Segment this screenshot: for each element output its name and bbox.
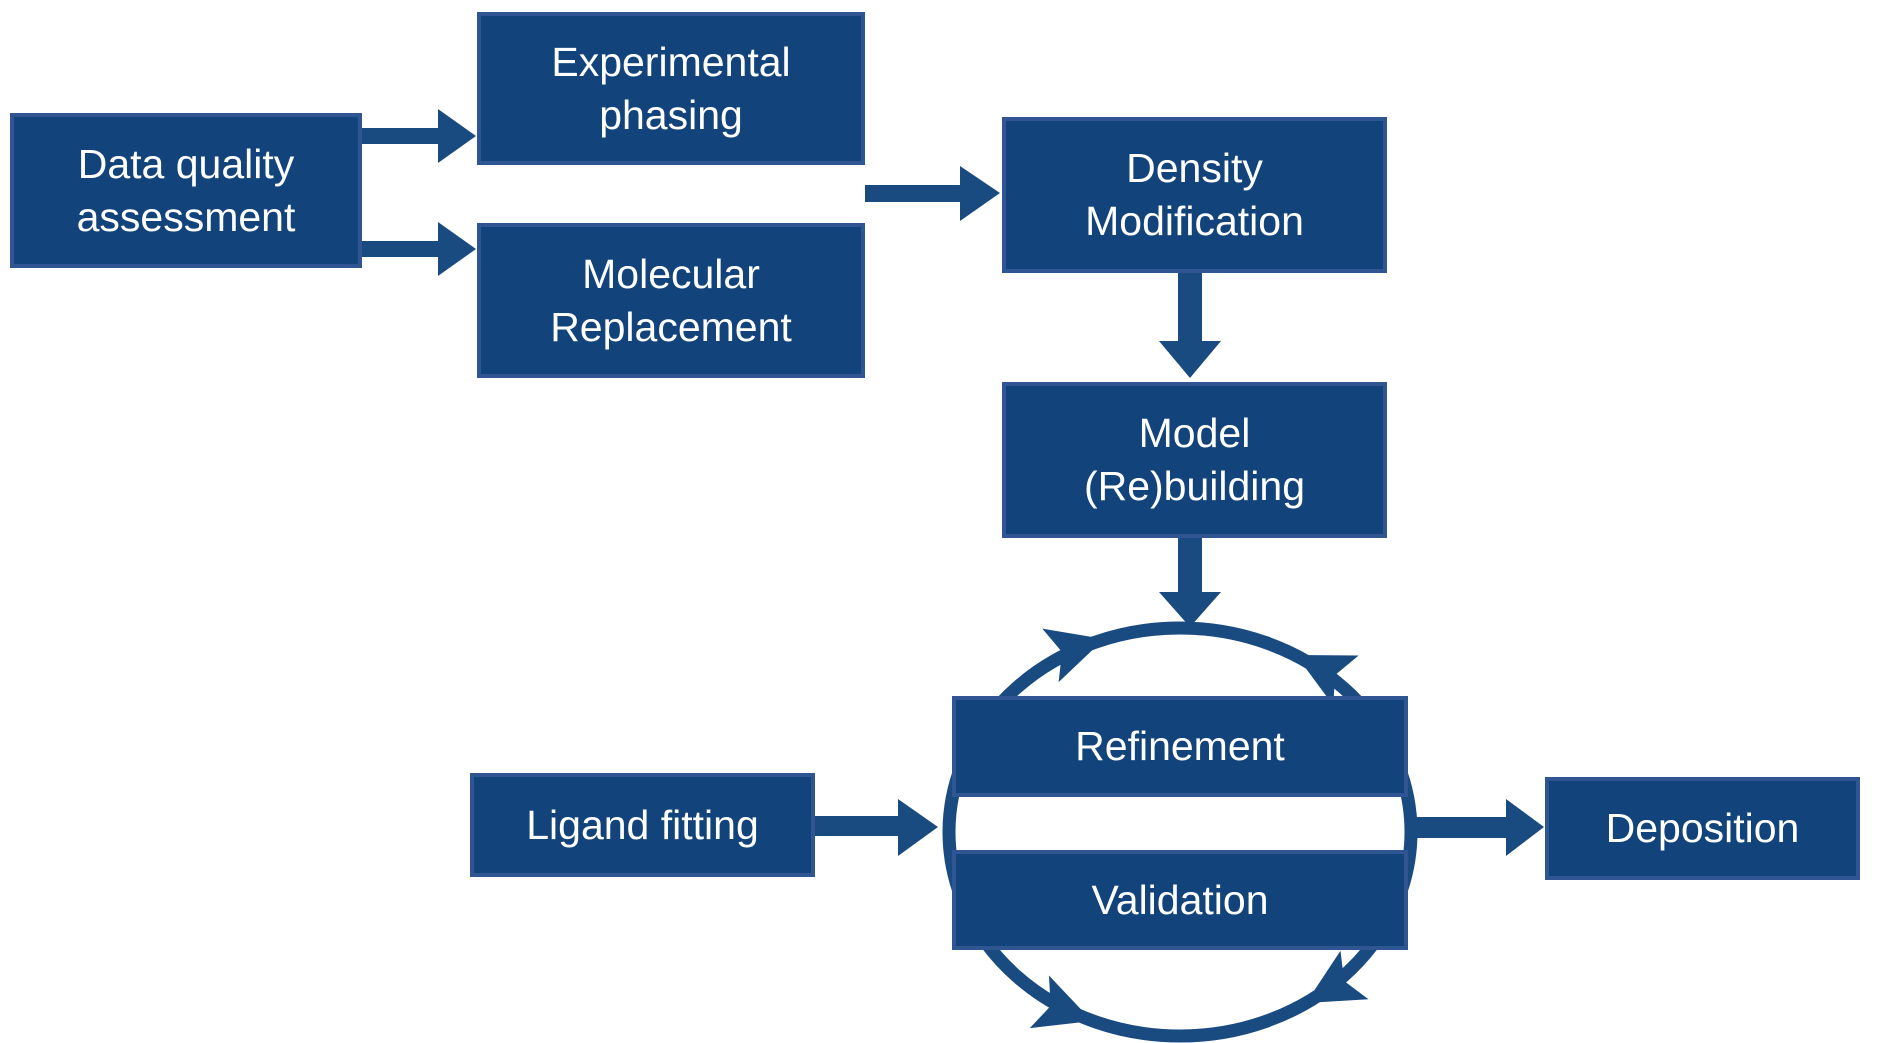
- node-label-line: Experimental: [551, 38, 791, 85]
- node-label-line: assessment: [76, 193, 296, 240]
- node-data-quality-assessment: Data quality assessment: [10, 113, 362, 268]
- node-label-line: (Re)building: [1083, 463, 1306, 509]
- node-deposition: Deposition: [1545, 777, 1860, 880]
- arrow-densitymodification-to-modelrebuilding: [1159, 273, 1221, 378]
- node-label-line: Modification: [1085, 198, 1304, 244]
- arrow-dataquality-to-molecularreplacement: [362, 222, 476, 276]
- arrow-ligandfitting-to-cycle: [815, 799, 938, 856]
- node-label-line: Density: [1126, 145, 1263, 191]
- arrow-modelrebuilding-to-cycle: [1159, 538, 1221, 627]
- node-label-line: Data quality: [77, 140, 295, 187]
- node-ligand-fitting: Ligand fitting: [470, 773, 815, 877]
- node-molecular-replacement: Molecular Replacement: [477, 223, 865, 378]
- node-validation: Validation: [952, 850, 1408, 950]
- cycle-arrowhead-top-right: [1296, 655, 1359, 706]
- arrow-dataquality-to-experimentalphasing: [362, 109, 476, 163]
- node-label-line: Molecular: [582, 250, 760, 297]
- arrow-phasing-to-densitymodification: [865, 166, 1000, 221]
- node-experimental-phasing: Experimental phasing: [477, 12, 865, 165]
- node-label-line: Deposition: [1605, 805, 1800, 851]
- node-label-line: phasing: [599, 91, 743, 138]
- node-label-line: Model: [1138, 410, 1251, 456]
- node-label-line: Refinement: [1075, 723, 1285, 769]
- node-density-modification: Density Modification: [1002, 117, 1387, 273]
- cycle-arrowhead-bottom-left: [1029, 975, 1092, 1029]
- node-refinement: Refinement: [952, 696, 1408, 797]
- node-model-rebuilding: Model (Re)building: [1002, 382, 1387, 538]
- arrow-cycle-to-deposition: [1410, 799, 1544, 856]
- node-label-line: Replacement: [550, 303, 792, 350]
- node-label-line: Ligand fitting: [526, 801, 759, 848]
- cycle-arrowhead-bottom-right: [1306, 950, 1369, 1003]
- cycle-arrowhead-top-left: [1042, 628, 1104, 683]
- node-label-line: Validation: [1091, 876, 1269, 923]
